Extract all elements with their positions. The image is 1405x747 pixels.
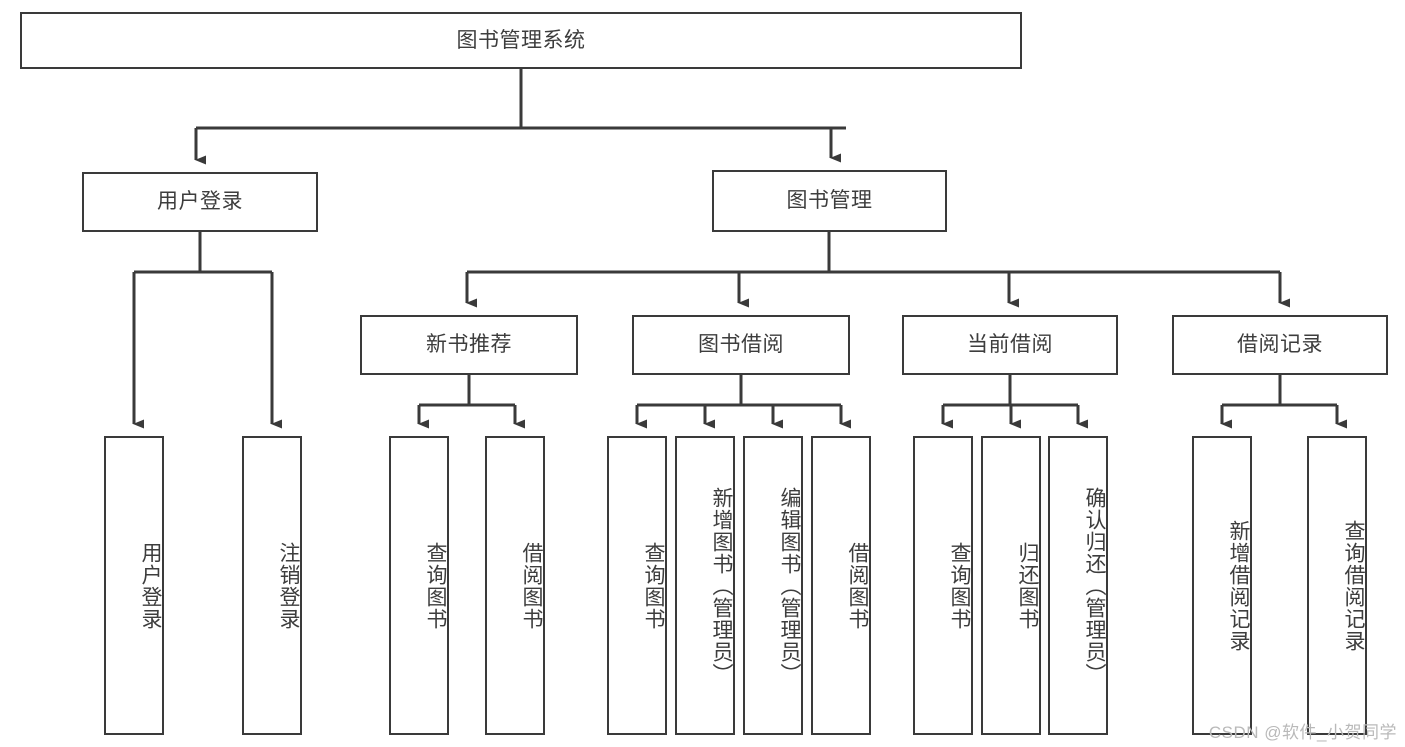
node-leaf-query-book-current[interactable]: 查询图书 — [913, 436, 973, 735]
node-book-manage[interactable]: 图书管理 — [712, 170, 947, 232]
node-leaf-confirm-return[interactable]: 确认归还（管理员） — [1048, 436, 1108, 735]
node-book-borrow[interactable]: 图书借阅 — [632, 315, 850, 375]
node-leaf-borrow-book-rec[interactable]: 借阅图书 — [485, 436, 545, 735]
node-leaf-borrow-book[interactable]: 借阅图书 — [811, 436, 871, 735]
node-root[interactable]: 图书管理系统 — [20, 12, 1022, 69]
node-leaf-return-book[interactable]: 归还图书 — [981, 436, 1041, 735]
node-current-borrow[interactable]: 当前借阅 — [902, 315, 1118, 375]
csdn-watermark: CSDN @软件_小贺同学 — [1208, 723, 1397, 742]
node-leaf-add-borrow-record[interactable]: 新增借阅记录 — [1192, 436, 1252, 735]
node-new-book-recommend[interactable]: 新书推荐 — [360, 315, 578, 375]
node-leaf-user-logout[interactable]: 注销登录 — [242, 436, 302, 735]
node-borrow-record[interactable]: 借阅记录 — [1172, 315, 1388, 375]
node-leaf-edit-book-admin[interactable]: 编辑图书（管理员） — [743, 436, 803, 735]
node-leaf-query-book-borrow[interactable]: 查询图书 — [607, 436, 667, 735]
node-leaf-query-book-rec[interactable]: 查询图书 — [389, 436, 449, 735]
node-leaf-user-login[interactable]: 用户登录 — [104, 436, 164, 735]
node-user-login[interactable]: 用户登录 — [82, 172, 318, 232]
node-leaf-query-borrow-record[interactable]: 查询借阅记录 — [1307, 436, 1367, 735]
node-leaf-add-book-admin[interactable]: 新增图书（管理员） — [675, 436, 735, 735]
